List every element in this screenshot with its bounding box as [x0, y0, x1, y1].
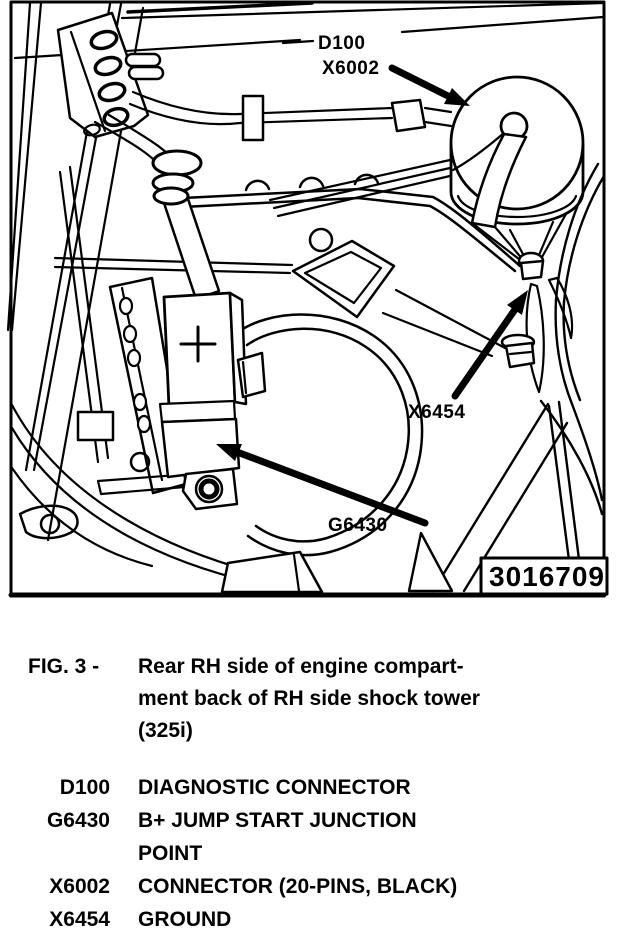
legend-term: G6430: [46, 809, 110, 832]
x6454-arrow: [451, 304, 520, 400]
legend-desc: CONNECTOR (20-PINS, BLACK): [138, 875, 458, 898]
figure-caption: Rear RH side of engine compart- ment bac…: [138, 655, 480, 742]
legend: D100 DIAGNOSTIC CONNECTOR G6430 B+ JUMP …: [28, 771, 538, 936]
legend-row-x6454: X6454 GROUND: [28, 903, 538, 936]
drawing-number-box: [479, 556, 609, 596]
legend-desc: DIAGNOSTIC CONNECTOR: [138, 776, 411, 799]
engine-compartment-drawing: D100 X6002 X6454 G6430 3016709: [6, 0, 609, 598]
bottom-wedge: [220, 550, 324, 594]
rail-bumps: [118, 296, 152, 434]
legend-row-x6002: X6002 CONNECTOR (20-PINS, BLACK): [28, 870, 538, 903]
ground-bolt: [519, 259, 545, 281]
legend-term: D100: [59, 776, 110, 799]
junction-tab: [236, 351, 267, 399]
legend-term: X6002: [49, 875, 110, 898]
engine-compartment-figure: D100 X6002 X6454 G6430 3016709: [6, 0, 609, 598]
drawing-number: 3016709: [489, 561, 605, 592]
legend-desc: GROUND: [138, 908, 232, 931]
bracket-grommets: [89, 29, 130, 128]
legend-term: X6454: [49, 908, 110, 931]
legend-row-g6430: G6430 B+ JUMP START JUNCTION POINT: [28, 804, 538, 870]
wheel-arch-drawing: [236, 313, 424, 557]
diagnostic-connector-drawing: [449, 75, 585, 229]
shock-tower-drawing: [407, 162, 606, 593]
throttle-rod: [238, 106, 394, 116]
hose-fitting-cylinders: [124, 52, 162, 68]
engine-mid-structures: [53, 158, 522, 594]
hex-bolt: [504, 341, 536, 369]
left-assembly: [56, 11, 453, 496]
arrow-heads: [216, 88, 528, 461]
legend-row-d100: D100 DIAGNOSTIC CONNECTOR: [28, 771, 538, 804]
legend-desc: B+ JUMP START JUNCTION POINT: [138, 809, 417, 865]
rod-clip: [241, 94, 265, 142]
figure-number: FIG. 3 -: [28, 655, 100, 678]
x6454-label: X6454: [408, 402, 465, 423]
hose-grommet: [308, 227, 334, 253]
ground-point-drawing: [470, 212, 574, 394]
plus-symbol: [179, 325, 217, 363]
small-block: [76, 410, 115, 442]
d100-arrow: [388, 64, 454, 101]
x6002-label: X6002: [322, 58, 379, 79]
supply-tube: [151, 149, 221, 301]
callout-labels: D100 X6002 X6454 G6430 3016709: [318, 33, 605, 592]
g6430-label: G6430: [328, 515, 388, 536]
air-duct-diamond: [291, 239, 396, 319]
figure-caption-row: FIG. 3 - Rear RH side of engine compart-…: [28, 651, 548, 747]
g6430-arrow: [233, 448, 429, 527]
d100-label: D100: [318, 33, 365, 54]
jump-start-junction-drawing: [158, 291, 267, 511]
callout-arrows: [233, 64, 520, 527]
